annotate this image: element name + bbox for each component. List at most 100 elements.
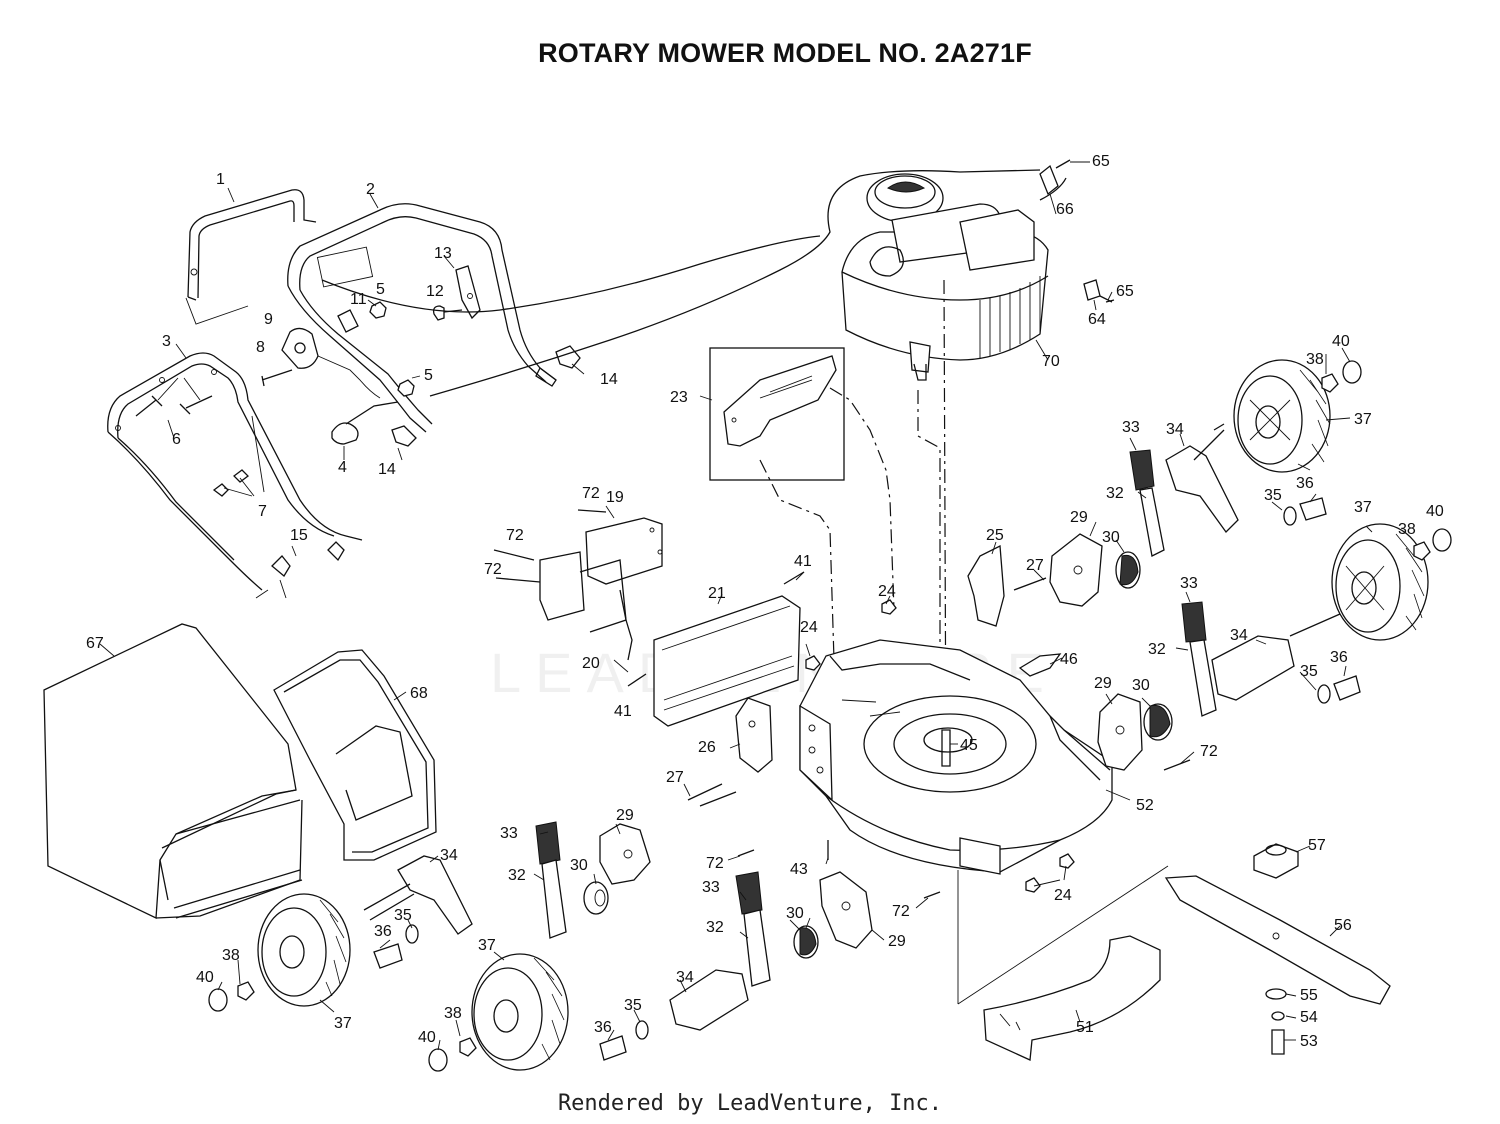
- callout-72-e: 72: [892, 903, 910, 920]
- callout-35-lower-left: 35: [394, 907, 412, 924]
- crankshaft-centerline: [917, 390, 941, 770]
- callout-68: 68: [410, 685, 428, 702]
- callout-27-right: 27: [1026, 557, 1044, 574]
- callout-29-lower-mid: 29: [888, 933, 906, 950]
- upper-handle-part-1: [185, 189, 317, 325]
- callout-labels: 1 2 3 4 5 5 6 7 8 9 11 12 13 14 14 15 19…: [86, 153, 1444, 1050]
- bolts-part-27: [687, 577, 1047, 807]
- bolt-part-41: [627, 571, 805, 687]
- callout-40-upper: 40: [1332, 333, 1350, 350]
- callout-72-d: 72: [706, 855, 724, 872]
- callout-6: 6: [172, 431, 181, 448]
- callout-46: 46: [1060, 651, 1078, 668]
- hub-part-38: [237, 373, 1431, 1057]
- callout-37-lower-left: 37: [334, 1015, 352, 1032]
- bracket-part-11: [337, 309, 359, 333]
- callout-65-lower: 65: [1116, 283, 1134, 300]
- handle-bolts-part-15: [255, 541, 345, 599]
- callout-1: 1: [216, 171, 225, 188]
- leader-lines: [99, 161, 1373, 1051]
- callout-29-mid: 29: [1094, 675, 1112, 692]
- blade-part-56: [1164, 875, 1391, 1005]
- callout-24-lower: 24: [1054, 887, 1072, 904]
- callout-36-lower-mid: 36: [594, 1019, 612, 1036]
- callout-53: 53: [1300, 1033, 1318, 1050]
- callout-29-lower-left: 29: [616, 807, 634, 824]
- bolt-part-36-mid: [1333, 675, 1361, 701]
- wheel-part-37-upper-right: [1233, 359, 1331, 473]
- callout-37-mid-right: 37: [1354, 499, 1372, 516]
- callout-51: 51: [1076, 1019, 1094, 1036]
- baffle-leader-right: [829, 387, 895, 611]
- callout-5-lower: 5: [424, 367, 433, 384]
- carriage-bolts-part-6: [135, 377, 213, 417]
- callout-24-upper: 24: [878, 583, 896, 600]
- callout-21: 21: [708, 585, 726, 602]
- callout-37-upper-right: 37: [1354, 411, 1372, 428]
- adjuster-lever-part-33-lower-left: [535, 821, 567, 939]
- bracket-assembly-part-19: [539, 517, 663, 633]
- control-lever-part-13: [455, 265, 481, 320]
- callout-33-lower-mid: 33: [702, 879, 720, 896]
- wheel-spacer-part-30-upper: [1115, 551, 1141, 589]
- callout-33-upper: 33: [1122, 419, 1140, 436]
- handle-knob-part-9: [281, 327, 381, 399]
- engine-part-70: [841, 173, 1067, 381]
- wheel-part-37-lower-left: [257, 893, 351, 1007]
- callout-54: 54: [1300, 1009, 1318, 1026]
- callout-72-f: 72: [1200, 743, 1218, 760]
- governor-clip-part-64: [1083, 279, 1113, 303]
- callout-9: 9: [264, 311, 273, 328]
- callout-30-lower-mid: 30: [786, 905, 804, 922]
- wheel-part-37-mid-right: [1331, 523, 1429, 641]
- callout-43: 43: [790, 861, 808, 878]
- callout-55: 55: [1300, 987, 1318, 1004]
- wheel-spacer-part-30-mid: [1143, 703, 1173, 741]
- axle-bracket-part-34-lower-left: [363, 855, 473, 935]
- callout-7: 7: [258, 503, 267, 520]
- callout-13: 13: [434, 245, 452, 262]
- callout-35-lower-mid: 35: [624, 997, 642, 1014]
- blade-bolt-part-53: [1271, 1029, 1285, 1055]
- mower-deck-part-52: [799, 639, 1113, 875]
- washer-part-35-mid: [1317, 684, 1331, 704]
- callout-56: 56: [1334, 917, 1352, 934]
- diagram-title: ROTARY MOWER MODEL NO. 2A271F: [538, 38, 1032, 68]
- callout-64: 64: [1088, 311, 1106, 328]
- callout-5-upper: 5: [376, 281, 385, 298]
- callout-14-lower: 14: [378, 461, 396, 478]
- lever-part-20: [619, 589, 633, 661]
- deflector-part-46: [1018, 653, 1062, 677]
- screw-part-65: [1055, 159, 1115, 303]
- height-adjuster-plate-part-29-mid: [1097, 693, 1143, 771]
- bag-frame-part-68: [273, 649, 437, 861]
- callout-38-lower-mid: 38: [444, 1005, 462, 1022]
- callout-29-upper: 29: [1070, 509, 1088, 526]
- callout-38-mid: 38: [1398, 521, 1416, 538]
- callout-23: 23: [670, 389, 688, 406]
- bolt-part-36-upper: [1299, 497, 1327, 521]
- control-cable: [321, 169, 1041, 397]
- callout-70: 70: [1042, 353, 1060, 370]
- callout-40-mid: 40: [1426, 503, 1444, 520]
- screws-part-72: [493, 509, 1191, 899]
- rear-shield-part-21: [653, 595, 801, 727]
- wheel-spacer-part-30-lower-mid: [793, 925, 819, 959]
- washer-part-35-lower-left: [405, 924, 419, 944]
- callout-25: 25: [986, 527, 1004, 544]
- axle-bracket-part-34-lower-mid: [669, 969, 749, 1031]
- callout-45: 45: [960, 737, 978, 754]
- callout-32-lower-left: 32: [508, 867, 526, 884]
- callout-52: 52: [1136, 797, 1154, 814]
- callout-36-upper: 36: [1296, 475, 1314, 492]
- wing-nuts-part-7: [212, 469, 255, 497]
- handle-part-2: [287, 203, 557, 433]
- adjuster-lever-part-33-mid: [1181, 601, 1217, 717]
- callout-4: 4: [338, 459, 347, 476]
- callout-30-lower-left: 30: [570, 857, 588, 874]
- blade-assembly-bracket-line: [957, 865, 1169, 1005]
- height-adjuster-plate-part-29-upper: [1049, 533, 1103, 607]
- callout-34-lower-left: 34: [440, 847, 458, 864]
- mulch-baffle-part-51: [983, 935, 1161, 1061]
- callout-35-upper: 35: [1264, 487, 1282, 504]
